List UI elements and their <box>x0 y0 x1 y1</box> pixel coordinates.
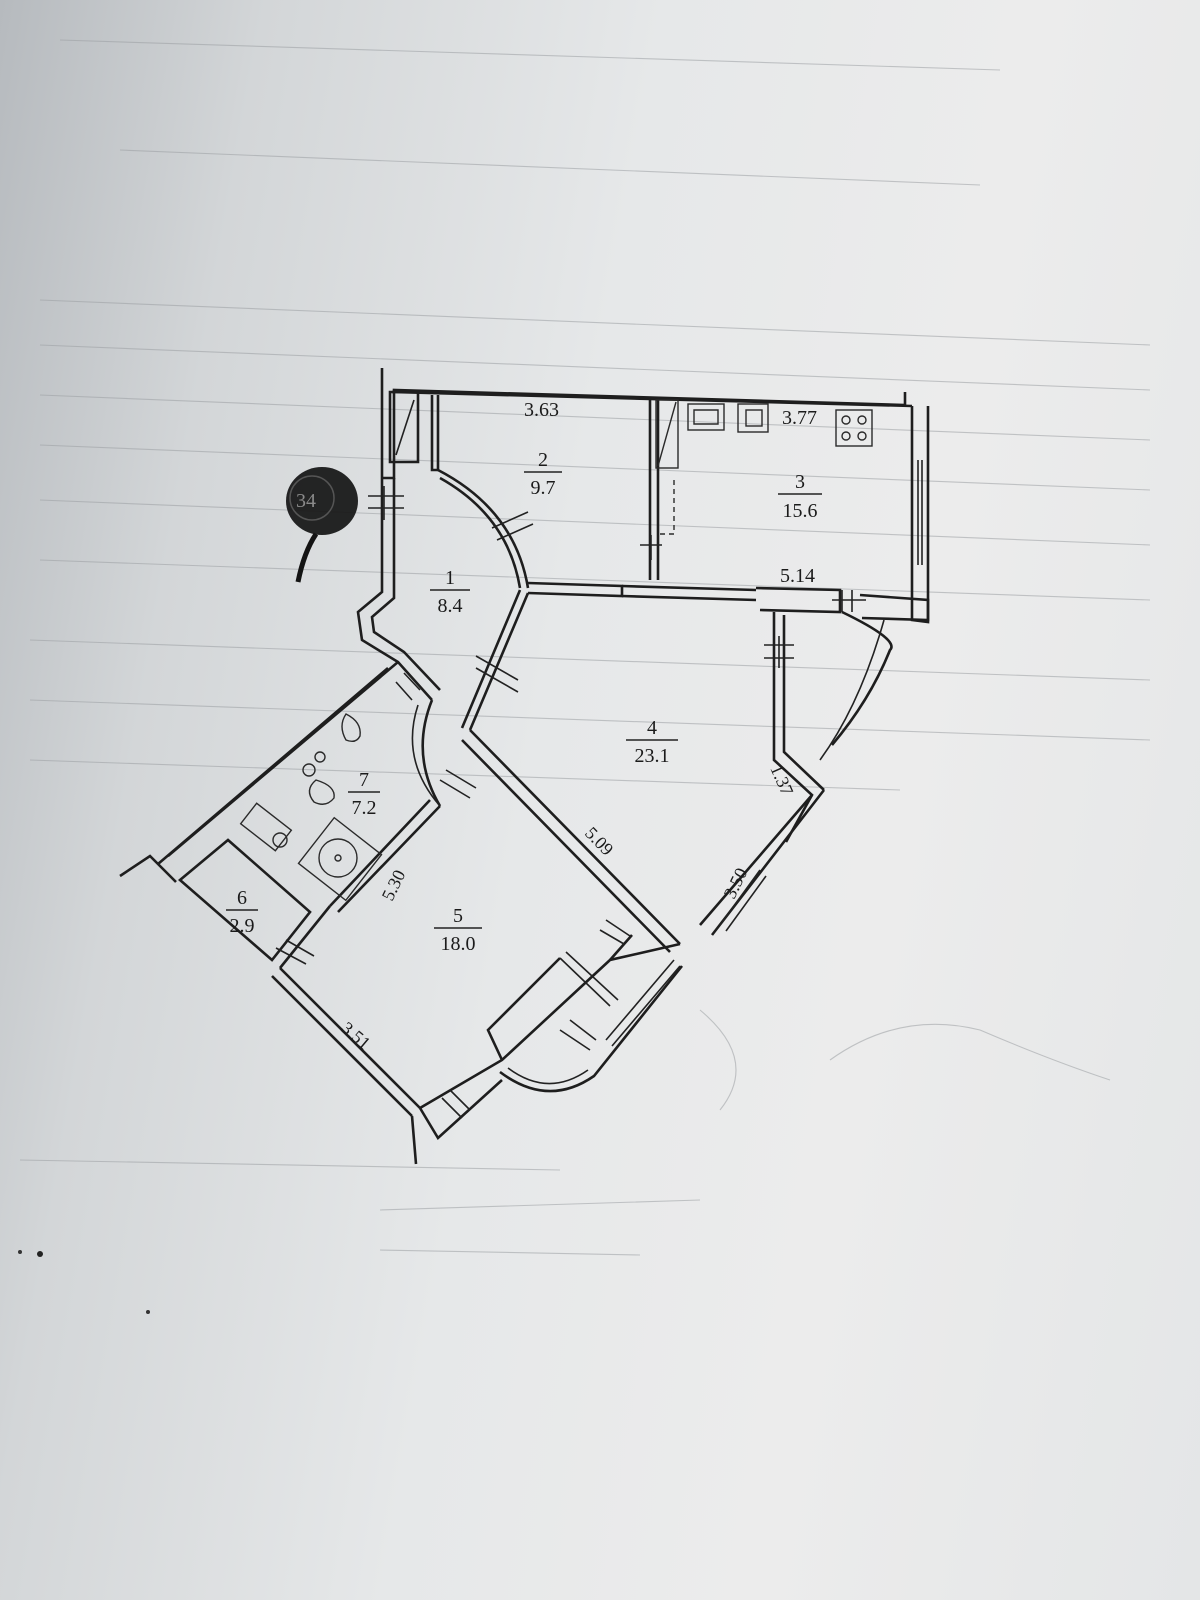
room-3-area: 15.6 <box>783 500 818 522</box>
dim-room3-length: 5.14 <box>780 565 815 587</box>
dimension-labels: 3.63 3.77 5.14 5.09 1.37 3.50 5.30 3.51 <box>337 399 817 1053</box>
room-1-number: 1 <box>445 567 455 589</box>
dim-room5-wall-a: 5.30 <box>378 867 410 904</box>
room-4-area: 23.1 <box>635 745 670 767</box>
room-2-area: 9.7 <box>531 477 556 499</box>
walls <box>119 368 930 1165</box>
room-7-area: 7.2 <box>352 797 377 819</box>
dim-room2-width: 3.63 <box>524 399 559 421</box>
marker-number: 34 <box>296 490 316 512</box>
room-6-area: 2.9 <box>230 915 255 937</box>
room-1-area: 8.4 <box>438 595 463 617</box>
room-labels: 2 9.7 3 15.6 1 8.4 4 23.1 7 7.2 6 2.9 5 … <box>226 449 822 955</box>
room-5-number: 5 <box>453 905 463 927</box>
room-5-area: 18.0 <box>441 933 476 955</box>
room-6-number: 6 <box>237 887 247 909</box>
redaction-marker: 34 <box>286 467 358 583</box>
dim-room4-wall-a: 5.09 <box>581 823 617 860</box>
doors <box>275 486 866 1119</box>
room-7-number: 7 <box>359 769 369 791</box>
room-4-number: 4 <box>647 717 657 739</box>
dim-room3-width: 3.77 <box>782 407 817 429</box>
room-3-number: 3 <box>795 471 805 493</box>
bleed-through-text <box>19 39 1151 1256</box>
fixtures <box>239 399 873 902</box>
dim-room4-wall-b: 1.37 <box>766 761 797 798</box>
scan-specks <box>18 1250 150 1314</box>
room-2-number: 2 <box>538 449 548 471</box>
